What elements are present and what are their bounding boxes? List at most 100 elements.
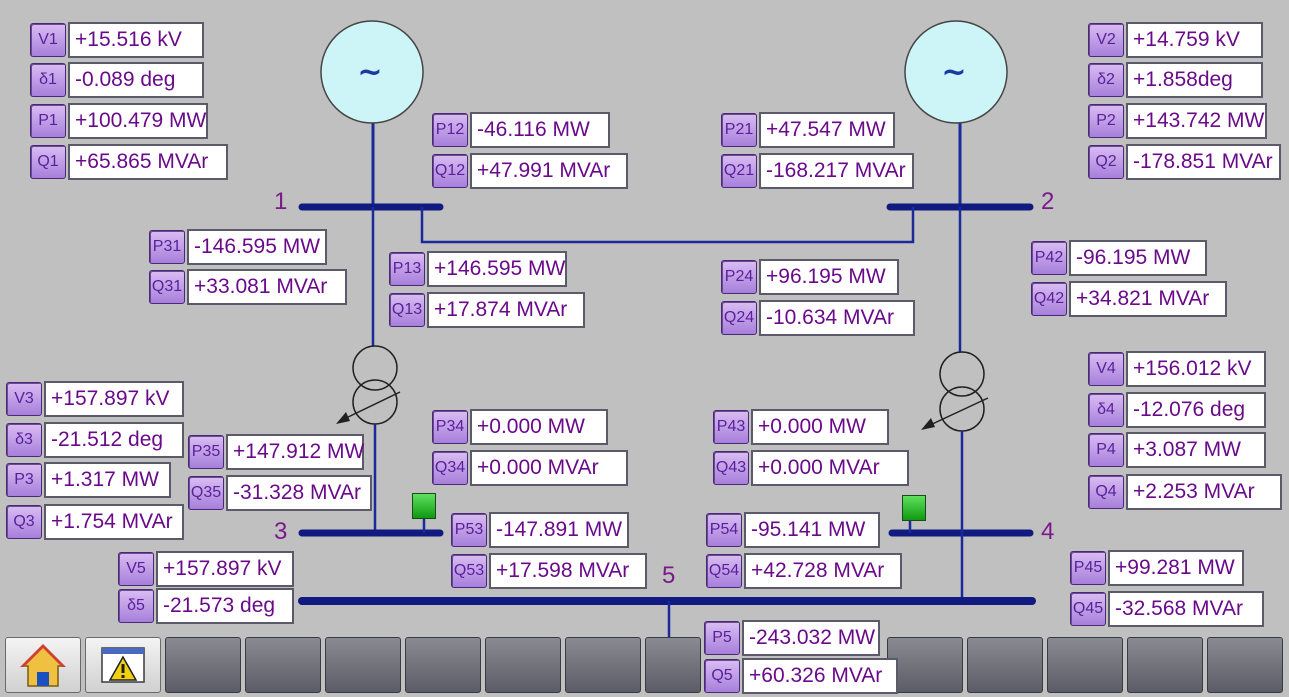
value-q12: +47.991 MVAr [470,153,628,189]
value-p42: -96.195 MW [1069,240,1207,276]
function-button-10[interactable] [887,637,963,693]
value-p21: +47.547 MW [759,112,895,148]
tag-p3: P3 [6,463,42,497]
generator-1[interactable] [320,20,424,124]
value-p2: +143.742 MW [1126,103,1267,139]
function-button-9[interactable] [645,637,701,693]
v2-display: V2+14.759 kV [1088,22,1263,58]
q12-display: Q12+47.991 MVAr [432,153,628,189]
p31-display: P31-146.595 MW [149,229,327,265]
tag-q3: Q3 [6,505,42,539]
tag-q53: Q53 [451,554,487,588]
v4-display: V4+156.012 kV [1088,351,1266,387]
tag-p12: P12 [432,113,468,147]
p34-display: P34+0.000 MW [432,409,608,445]
breaker-closed-icon[interactable] [412,493,436,519]
tag-v2: V2 [1088,23,1124,57]
d2-display: δ2+1.858deg [1088,62,1263,98]
q2-display: Q2-178.851 MVAr [1088,144,1281,180]
home-button[interactable] [5,637,81,693]
generator-2[interactable] [904,20,1008,124]
tag-v5: V5 [118,552,154,586]
transformer-1-3[interactable] [336,345,401,425]
tag-q54: Q54 [706,554,742,588]
tag-p13: P13 [389,252,425,286]
p2-display: P2+143.742 MW [1088,103,1267,139]
tag-p31: P31 [149,230,185,264]
p21-display: P21+47.547 MW [721,112,895,148]
value-p43: +0.000 MW [751,409,889,445]
value-p4: +3.087 MW [1126,432,1266,468]
tag-v3: V3 [6,382,42,416]
p53-display: P53-147.891 MW [451,512,629,548]
breaker-closed-icon[interactable] [902,495,926,521]
d1-display: δ1-0.089 deg [30,62,204,98]
q54-display: Q54+42.728 MVAr [706,553,902,589]
p54-display: P54-95.141 MW [706,512,880,548]
q34-display: Q34+0.000 MVAr [432,450,628,486]
function-button-12[interactable] [1047,637,1123,693]
q35-display: Q35-31.328 MVAr [188,475,372,511]
bus-number-5: 5 [662,562,676,589]
value-q2: -178.851 MVAr [1126,144,1281,180]
value-q24: -10.634 MVAr [759,300,915,336]
alarm-button[interactable] [85,637,161,693]
value-q31: +33.081 MVAr [187,269,347,305]
bus-number-3: 3 [274,518,288,545]
p45-display: P45+99.281 MW [1070,550,1244,586]
tag-d5: δ5 [118,589,154,623]
transformer-2-4[interactable] [921,351,989,432]
button-bar [0,634,1289,695]
function-button-11[interactable] [967,637,1043,693]
p12-display: P12-46.116 MW [432,112,610,148]
function-button-13[interactable] [1127,637,1203,693]
value-p31: -146.595 MW [187,229,327,265]
function-button-6[interactable] [405,637,481,693]
q43-display: Q43+0.000 MVAr [713,450,909,486]
p13-display: P13+146.595 MW [389,251,567,287]
value-q43: +0.000 MVAr [751,450,909,486]
value-p24: +96.195 MW [759,259,899,295]
tag-q34: Q34 [432,451,468,485]
function-button-3[interactable] [165,637,241,693]
tag-p53: P53 [451,513,487,547]
tag-d1: δ1 [30,63,66,97]
tag-q31: Q31 [149,270,185,304]
value-d2: +1.858deg [1126,62,1263,98]
value-p12: -46.116 MW [470,112,610,148]
q5-display: Q5+60.326 MVAr [704,658,898,694]
tag-p4: P4 [1088,433,1124,467]
p24-display: P24+96.195 MW [721,259,899,295]
generator-1-symbol: ~ [357,55,382,90]
p42-display: P42-96.195 MW [1031,240,1207,276]
value-d4: -12.076 deg [1126,392,1266,428]
function-button-8[interactable] [565,637,641,693]
value-v4: +156.012 kV [1126,351,1266,387]
function-button-14[interactable] [1207,637,1283,693]
value-p3: +1.317 MW [44,462,171,498]
function-button-5[interactable] [325,637,401,693]
v1-display: V1+15.516 kV [30,22,204,58]
value-q4: +2.253 MVAr [1126,474,1282,510]
p5-display: P5-243.032 MW [704,620,880,656]
value-q54: +42.728 MVAr [744,553,902,589]
q4-display: Q4+2.253 MVAr [1088,474,1282,510]
tag-q2: Q2 [1088,145,1124,179]
home-icon [20,644,66,687]
function-button-4[interactable] [245,637,321,693]
tag-p21: P21 [721,113,757,147]
value-v2: +14.759 kV [1126,22,1263,58]
q1-display: Q1+65.865 MVAr [30,144,228,180]
value-p45: +99.281 MW [1108,550,1244,586]
bus-number-2: 2 [1041,188,1055,215]
alarm-warning-icon [101,647,145,683]
value-q53: +17.598 MVAr [489,553,647,589]
value-p53: -147.891 MW [489,512,629,548]
function-button-7[interactable] [485,637,561,693]
line-1-2 [420,207,915,244]
p43-display: P43+0.000 MW [713,409,889,445]
tag-p2: P2 [1088,104,1124,138]
p4-display: P4+3.087 MW [1088,432,1266,468]
tag-p1: P1 [30,104,66,138]
value-p1: +100.479 MW [68,103,208,139]
